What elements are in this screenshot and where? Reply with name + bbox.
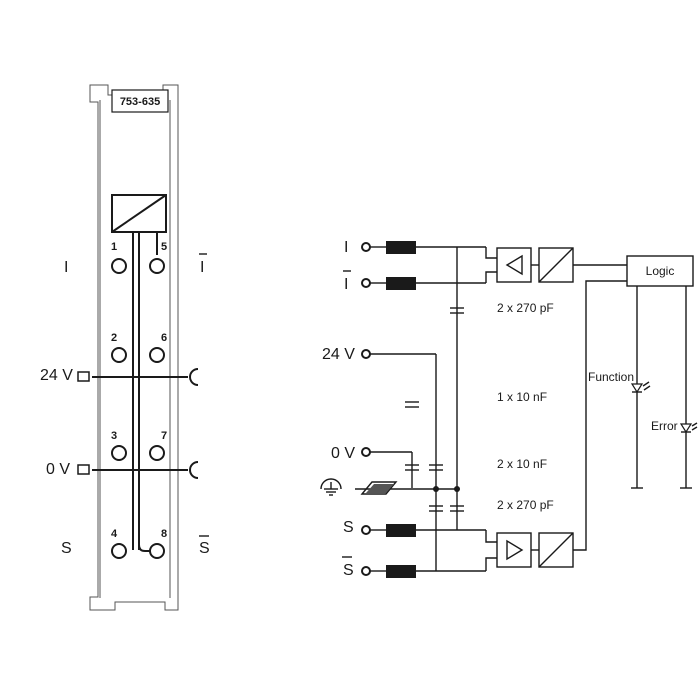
amplifier-i-triangle [505,254,523,276]
logic-box [626,255,694,287]
terminal-2 [111,347,127,363]
terminal-3 [111,445,127,461]
amplifier-i-box [496,247,532,283]
label-0v-left: 0 V [46,461,70,478]
module-front-view: 753-635 1 5 2 6 3 7 4 8 I [40,84,210,611]
label-i-bar-right: I [200,259,204,276]
terminal-6 [149,347,165,363]
input-terminal-i [361,242,371,252]
schematic-label-s-bar: S [343,562,354,579]
capacitor-1x10nf [405,401,419,408]
schematic: I I 24 V 0 V S S [320,239,698,579]
logic-label: Logic [646,264,675,278]
error-label: Error [651,419,678,433]
capacitor-label-2: 1 x 10 nF [497,390,547,404]
terminal-8 [149,543,165,559]
wire-bottom-right [138,544,150,552]
schematic-label-s: S [343,519,354,536]
capacitor-2x270pf-bottom [429,505,464,512]
terminal-number-2: 2 [111,332,117,344]
amplifier-s-triangle [506,539,524,561]
junction-right [454,486,460,492]
converter-s-diagonal [538,532,574,568]
din-rail-icon [360,481,398,495]
terminal-number-7: 7 [161,430,167,442]
converter-i-diagonal [538,247,574,283]
line-i-bar-to-amp [485,271,497,283]
terminal-1 [111,258,127,274]
schematic-label-i-bar: I [344,276,348,293]
junction-left [433,486,439,492]
terminal-number-3: 3 [111,430,117,442]
input-terminal-i-bar [361,278,371,288]
choke-s [386,524,416,537]
input-terminal-s-bar [361,566,371,576]
part-number-plate [111,89,169,113]
function-led-icon [630,381,651,394]
terminal-7 [149,445,165,461]
part-number: 753-635 [120,96,160,108]
amplifier-s-box [496,532,532,568]
choke-i-bar [386,277,416,290]
terminal-number-8: 8 [161,528,167,540]
schematic-label-0v: 0 V [331,445,355,462]
terminal-5 [149,258,165,274]
input-terminal-s [361,525,371,535]
choke-i [386,241,416,254]
label-24v-left: 24 V [40,367,73,384]
line-i-to-amp [485,247,497,259]
label-s-bar-right: S [199,540,210,557]
capacitor-label-1: 2 x 270 pF [497,301,554,315]
terminal-number-5: 5 [161,241,167,253]
terminal-4 [111,543,127,559]
error-led-icon [679,422,698,434]
schematic-label-i: I [344,239,348,256]
terminal-number-1: 1 [111,241,117,253]
line-s-to-amp [485,530,497,543]
bus-0v-left-tab [77,464,90,475]
capacitor-label-4: 2 x 270 pF [497,498,554,512]
label-i-left: I [64,259,68,276]
input-terminal-24v [361,349,371,359]
label-s-left: S [61,540,72,557]
choke-s-bar [386,565,416,578]
schematic-label-24v: 24 V [322,346,355,363]
line-conv-s-to-logic [573,280,627,551]
line-s-bar-to-amp [485,557,497,571]
terminal-number-4: 4 [111,528,118,540]
function-label: Function [588,370,634,384]
converter-diagonal [111,194,167,233]
bus-0v-right-contact [189,461,199,479]
bus-24v-left-tab [77,371,90,382]
earth-ground-icon [320,478,342,496]
capacitor-2x270pf-top [450,307,464,314]
capacitor-2x10nf [405,464,443,471]
bus-24v-right-contact [189,368,199,386]
input-terminal-0v [361,447,371,457]
terminal-number-6: 6 [161,332,167,344]
capacitor-label-3: 2 x 10 nF [497,457,547,471]
